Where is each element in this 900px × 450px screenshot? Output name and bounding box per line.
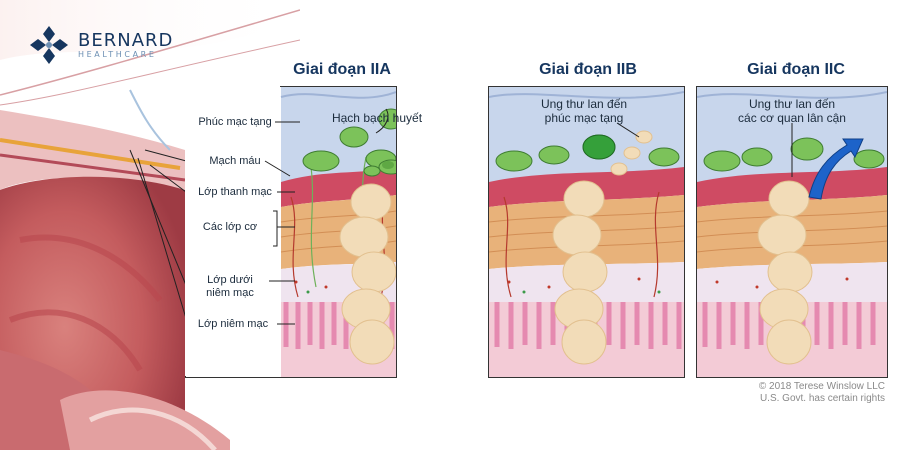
stage-iib-title: Giai đoạn IIB [539,61,637,78]
stage-iic-annotation-line1: Ung thư lan đến [748,97,836,111]
stage-iib-panel: Ung thư lan đến phúc mạc tạng [488,86,685,378]
label-visceral-peritoneum: Phúc mạc tạng [198,116,272,128]
label-serosa: Lớp thanh mạc [198,186,272,198]
copyright-line1: © 2018 Terese Winslow LLC [758,381,885,392]
label-submucosa-line2: niêm mạc [206,287,254,299]
stage-iib-annotation-line1: Ung thư lan đến [540,97,628,111]
stage-iia-annotation: Hạch bạch huyết [331,111,423,125]
stage-iia-title: Giai đoạn IIA [293,61,391,78]
copyright-notice: © 2018 Terese Winslow LLC U.S. Govt. has… [690,381,885,405]
label-blood-vessels: Mạch máu [209,155,261,167]
copyright-line2: U.S. Govt. has certain rights [759,393,885,404]
brand-subtitle: HEALTHCARE [78,49,157,59]
label-submucosa-line1: Lớp dưới [207,274,253,286]
layer-label-column [185,86,280,376]
tissue-cross-section-iic [697,87,887,377]
colon-illustration [0,0,300,450]
spread-arrow-icon [808,138,864,200]
brand-logo[interactable]: BERNARD HEALTHCARE [28,24,173,66]
stage-iib-annotation-line2: phúc mạc tạng [544,111,624,125]
cross-logo-icon [30,26,68,64]
stage-iic-title: Giai đoạn IIC [747,61,845,78]
stage-iib-annotation: Ung thư lan đến phúc mạc tạng [509,97,659,125]
tissue-cross-section-iia [280,87,396,377]
stage-iic-panel: Ung thư lan đến các cơ quan lân cận [696,86,888,378]
brand-name: BERNARD [78,29,174,51]
label-submucosa: Lớp dưới niêm mạc [190,274,270,300]
tissue-cross-section-iib [489,87,684,377]
label-muscle-layers: Các lớp cơ [202,221,258,233]
stage-iic-annotation: Ung thư lan đến các cơ quan lân cận [712,97,872,125]
label-mucosa: Lớp niêm mạc [197,318,269,330]
stage-iia-panel [185,86,397,378]
stage-iic-annotation-line2: các cơ quan lân cận [738,111,846,125]
label-pointer-lines [264,121,300,325]
